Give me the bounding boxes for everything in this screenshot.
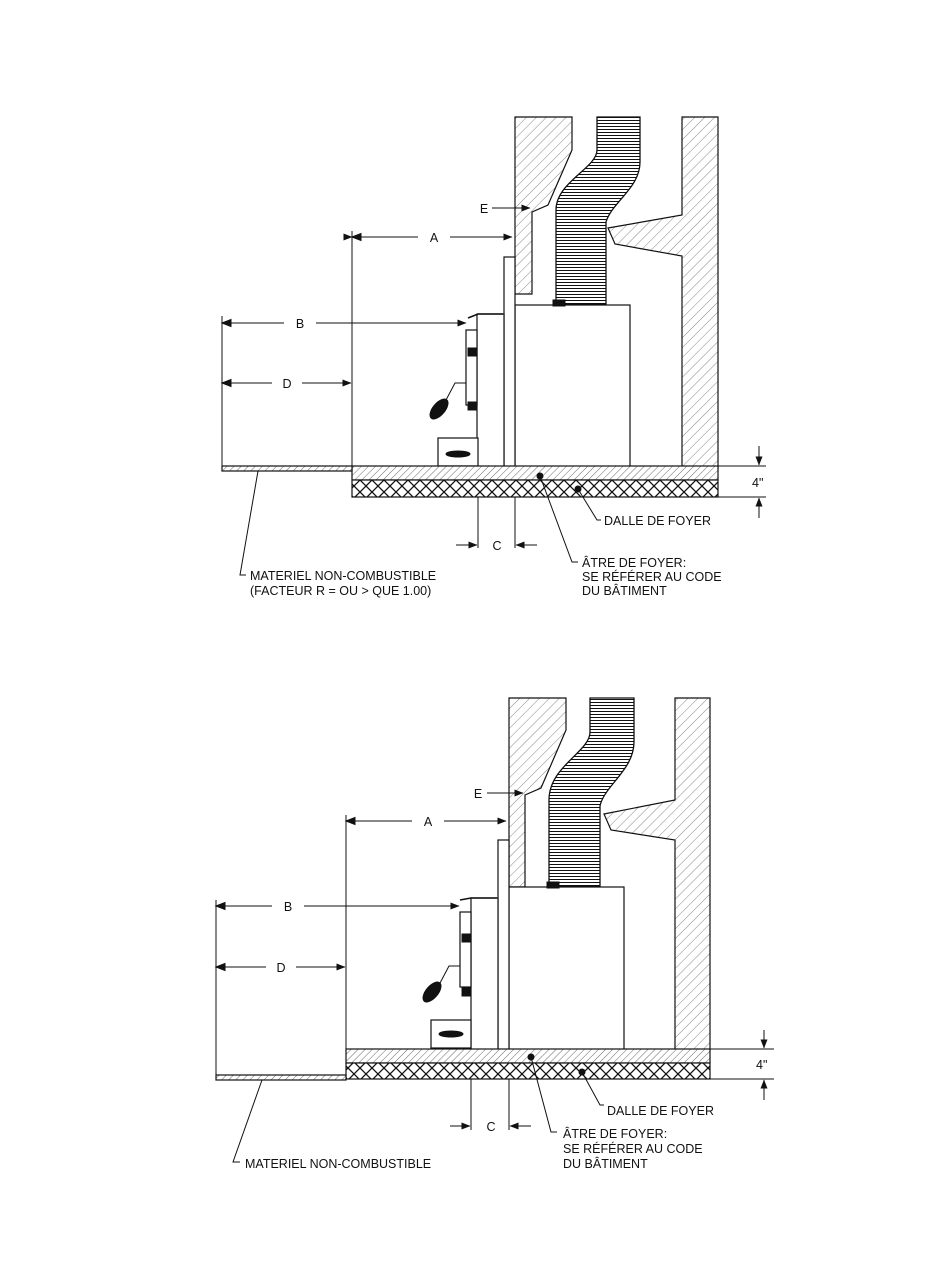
dim-b-label: B	[296, 317, 304, 331]
hinge-upper	[462, 934, 471, 942]
stove-body	[515, 305, 630, 468]
diagram-top: A B D E C 4" DALLE DE FOYER ÂTRE DE FOYE…	[222, 117, 766, 598]
dim-b-label: B	[284, 900, 292, 914]
noncombustible-floor	[222, 466, 352, 471]
door-hinge-panel	[466, 330, 477, 405]
dim-a-label: A	[424, 815, 433, 829]
materiel-leader	[233, 1080, 262, 1162]
height-label: 4"	[752, 476, 763, 490]
noncombustible-floor	[216, 1075, 346, 1080]
dim-a-arrow-left	[346, 818, 355, 825]
dim-d-label: D	[282, 377, 291, 391]
atre-label-line3: DU BÂTIMENT	[563, 1156, 648, 1171]
dim-c-label: C	[486, 1120, 495, 1134]
diagram-bottom: A B D E C 4" DALLE DE FOYER ÂTRE DE FOYE…	[216, 698, 774, 1171]
dim-d-arrow-left	[216, 964, 225, 971]
dim-c-label: C	[492, 539, 501, 553]
dim-e-label: E	[474, 787, 482, 801]
handle-rod	[440, 966, 460, 983]
height-label: 4"	[756, 1058, 767, 1072]
flue-collar	[553, 300, 565, 306]
dalle-label: DALLE DE FOYER	[604, 514, 711, 528]
surround-panel	[504, 257, 515, 468]
hinge-lower	[468, 402, 477, 410]
stove-door	[477, 314, 504, 468]
hinge-lower	[462, 988, 471, 996]
stove-body	[509, 887, 624, 1050]
atre-label-line3: DU BÂTIMENT	[582, 583, 667, 598]
dim-e-label: E	[480, 202, 488, 216]
dim-d-label: D	[276, 961, 285, 975]
stove-door	[471, 898, 498, 1050]
handle-rod	[446, 383, 466, 400]
atre-label-line2: SE RÉFÉRER AU CODE	[582, 569, 722, 584]
flue-collar	[547, 882, 559, 888]
atre-label-line2: SE RÉFÉRER AU CODE	[563, 1141, 703, 1156]
dim-d-arrow-left	[222, 380, 231, 387]
hearth-surface	[352, 466, 718, 480]
dim-b-arrow-left	[222, 320, 231, 327]
atre-label-line1: ÂTRE DE FOYER:	[582, 555, 686, 570]
ash-drawer-handle	[439, 1031, 463, 1037]
materiel-label-line2: (FACTEUR R = OU > QUE 1.00)	[250, 584, 431, 598]
dim-a-label: A	[430, 231, 439, 245]
dim-a-arrow-left	[352, 234, 361, 241]
dalle-label: DALLE DE FOYER	[607, 1104, 714, 1118]
materiel-label-line1: MATERIEL NON-COMBUSTIBLE	[250, 569, 436, 583]
dim-b-arrow-left	[216, 903, 225, 910]
handle-knob	[427, 396, 452, 422]
materiel-label-line1: MATERIEL NON-COMBUSTIBLE	[245, 1157, 431, 1171]
hearth-slab	[346, 1063, 710, 1079]
surround-panel	[498, 840, 509, 1050]
hearth-slab	[352, 480, 718, 497]
materiel-leader	[240, 471, 258, 575]
ash-drawer-handle	[446, 451, 470, 457]
atre-label-line1: ÂTRE DE FOYER:	[563, 1126, 667, 1141]
hinge-upper	[468, 348, 477, 356]
door-hinge-panel	[460, 912, 471, 987]
